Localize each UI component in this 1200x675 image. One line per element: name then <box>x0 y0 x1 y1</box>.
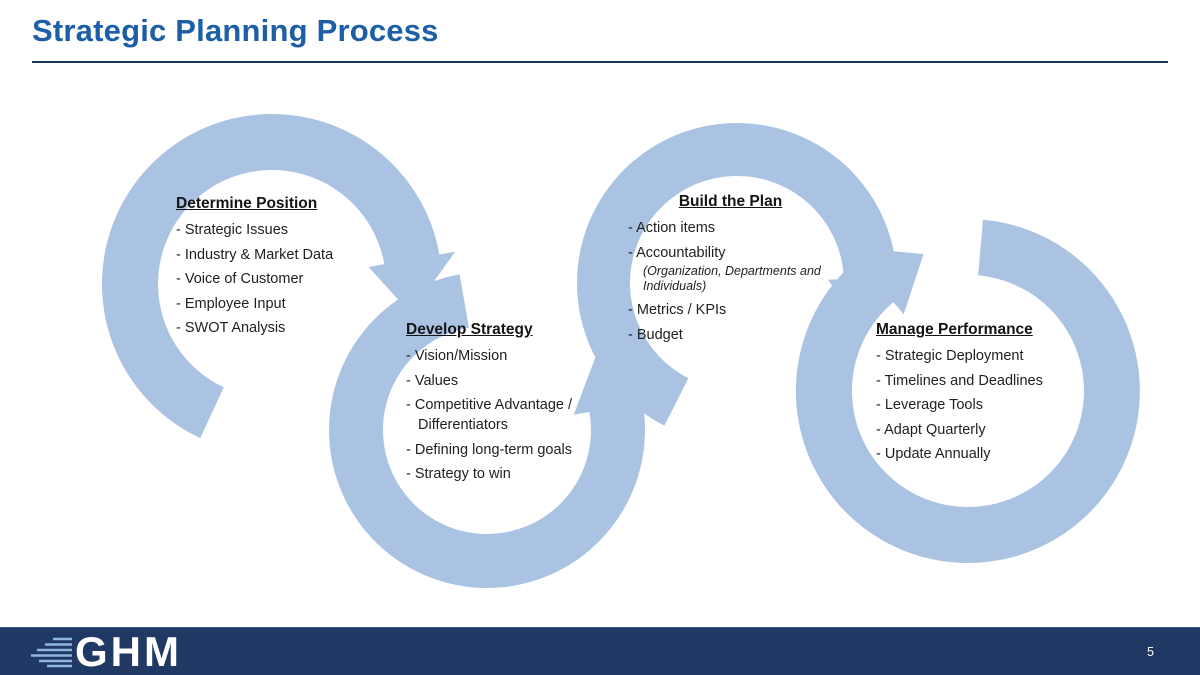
title-rule <box>32 61 1168 63</box>
step-list: Defining long-term goals Strategy to win <box>406 441 572 484</box>
step-item: Update Annually <box>876 445 1043 463</box>
slide-title: Strategic Planning Process <box>32 13 439 48</box>
step-title: Build the Plan <box>678 193 783 210</box>
step-item: Adapt Quarterly <box>876 421 1043 439</box>
cycle-arrow-1-head <box>368 251 456 314</box>
step-determine-position: Determine Position Strategic Issues Indu… <box>176 195 333 344</box>
step-title: Manage Performance <box>876 321 1033 338</box>
step-item: Action items <box>628 219 833 237</box>
logo-text: GHM <box>75 627 182 675</box>
step-item: Values <box>406 372 572 390</box>
step-manage-performance: Manage Performance Strategic Deployment … <box>876 321 1043 470</box>
step-item: Metrics / KPIs <box>628 301 833 319</box>
footer-bar: GHM 5 <box>0 627 1200 675</box>
step-item: Industry & Market Data <box>176 246 333 264</box>
step-item: SWOT Analysis <box>176 319 333 337</box>
step-item: Strategic Issues <box>176 221 333 239</box>
step-item: Competitive Advantage / <box>406 396 572 414</box>
step-list: Strategic Deployment Timelines and Deadl… <box>876 347 1043 463</box>
logo-speed-lines-icon <box>31 637 72 668</box>
note-line: (Organization, Departments and <box>643 264 821 278</box>
step-item: Vision/Mission <box>406 347 572 365</box>
page-number: 5 <box>1147 644 1154 659</box>
step-item: Budget <box>628 326 833 344</box>
step-develop-strategy: Develop Strategy Vision/Mission Values C… <box>406 321 572 490</box>
step-item: Employee Input <box>176 295 333 313</box>
step-list: Action items Accountability <box>628 219 833 262</box>
step-item: Strategic Deployment <box>876 347 1043 365</box>
step-list: Vision/Mission Values Competitive Advant… <box>406 347 572 414</box>
step-list: Strategic Issues Industry & Market Data … <box>176 221 333 337</box>
cycle-arrow-3-ring <box>576 123 897 426</box>
step-build-the-plan: Build the Plan Action items Accountabili… <box>628 193 833 350</box>
step-item: Voice of Customer <box>176 270 333 288</box>
cycle-arrow-4-ring <box>795 219 1140 564</box>
note-line: Individuals) <box>643 279 707 293</box>
step-item: Strategy to win <box>406 465 572 483</box>
step-title: Determine Position <box>176 195 318 212</box>
step-item: Defining long-term goals <box>406 441 572 459</box>
cycle-arrow-1-ring <box>101 113 440 439</box>
step-item: Leverage Tools <box>876 396 1043 414</box>
company-logo: GHM <box>30 627 182 675</box>
step-title: Develop Strategy <box>406 321 533 338</box>
accountability-note: (Organization, Departments and Individua… <box>628 264 833 294</box>
cycle-arrow-4-head <box>847 247 924 315</box>
step-item: Timelines and Deadlines <box>876 372 1043 390</box>
step-item-continuation: Differentiators <box>418 416 508 433</box>
step-list: Metrics / KPIs Budget <box>628 301 833 344</box>
step-item: Accountability <box>628 244 833 262</box>
